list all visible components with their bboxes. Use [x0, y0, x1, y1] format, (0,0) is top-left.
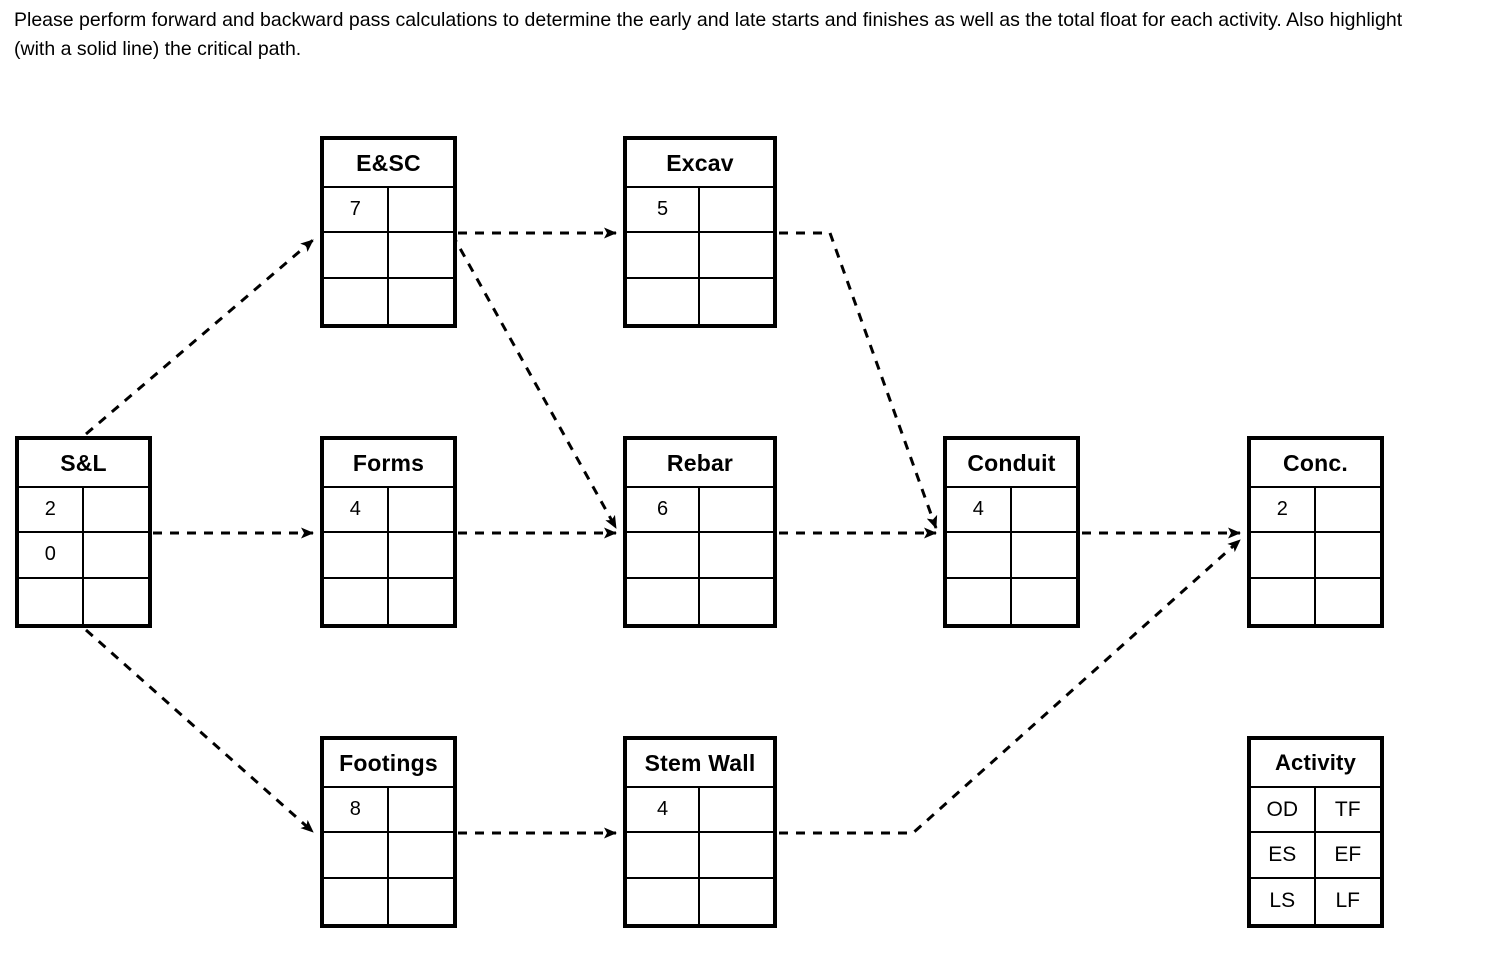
- cell-od[interactable]: 4: [324, 488, 389, 534]
- cell-es[interactable]: [1251, 533, 1316, 579]
- activity-title: Conduit: [947, 440, 1076, 488]
- cell-od[interactable]: 2: [19, 488, 84, 534]
- cell-tf[interactable]: [1315, 488, 1380, 534]
- cell-ls[interactable]: [324, 278, 389, 324]
- cell-ls[interactable]: [1251, 578, 1316, 624]
- cell-od[interactable]: 6: [627, 488, 700, 534]
- cell-lf[interactable]: [84, 579, 149, 624]
- cell-ef[interactable]: [1315, 533, 1380, 579]
- cell-od[interactable]: 8: [324, 788, 389, 834]
- cell-od[interactable]: 4: [947, 488, 1012, 534]
- cell-es[interactable]: [627, 233, 700, 279]
- cell-ls[interactable]: [627, 578, 700, 624]
- activity-node-esc[interactable]: E&SC 7: [320, 136, 457, 328]
- legend-cell-od: OD: [1251, 788, 1316, 834]
- activity-node-snl[interactable]: S&L 2 0: [15, 436, 152, 628]
- activity-title: S&L: [19, 440, 148, 488]
- cell-od[interactable]: 2: [1251, 488, 1316, 534]
- cell-ef[interactable]: [388, 833, 453, 879]
- activity-node-forms[interactable]: Forms 4: [320, 436, 457, 628]
- activity-node-conc[interactable]: Conc. 2: [1247, 436, 1384, 628]
- cell-ef[interactable]: [388, 533, 453, 579]
- activity-node-stemwall[interactable]: Stem Wall 4: [623, 736, 777, 928]
- cell-ef[interactable]: [83, 533, 148, 579]
- legend-cell-lf: LF: [1335, 889, 1360, 913]
- cell-tf[interactable]: [388, 488, 453, 534]
- activity-cell-grid: 7: [324, 188, 453, 324]
- legend-cell-grid: OD TF ES EF LS LF: [1251, 788, 1380, 924]
- activity-cell-grid: 2: [1251, 488, 1380, 624]
- cell-ls[interactable]: [19, 578, 84, 624]
- cell-ls[interactable]: [324, 878, 389, 924]
- cell-tf[interactable]: [700, 188, 773, 234]
- cell-lf[interactable]: [700, 579, 773, 624]
- cell-ls[interactable]: [324, 578, 389, 624]
- legend-title: Activity: [1251, 740, 1380, 788]
- edge-snl-to-esc: [85, 238, 314, 436]
- edge-snl-to-footings: [85, 628, 314, 834]
- activity-node-footings[interactable]: Footings 8: [320, 736, 457, 928]
- cell-es[interactable]: 0: [19, 533, 84, 579]
- cell-lf[interactable]: [700, 879, 773, 924]
- cell-ef[interactable]: [700, 233, 773, 279]
- cell-tf[interactable]: [388, 788, 453, 834]
- cell-tf[interactable]: [700, 788, 773, 834]
- activity-node-conduit[interactable]: Conduit 4: [943, 436, 1080, 628]
- activity-cell-grid: 4: [947, 488, 1076, 624]
- cell-es[interactable]: [627, 533, 700, 579]
- cell-es[interactable]: [627, 833, 700, 879]
- cell-ls[interactable]: [627, 278, 700, 324]
- cell-tf[interactable]: [83, 488, 148, 534]
- cell-es[interactable]: [947, 533, 1012, 579]
- activity-node-excav[interactable]: Excav 5: [623, 136, 777, 328]
- legend-cell-ls: LS: [1251, 878, 1316, 924]
- activity-title: Conc.: [1251, 440, 1380, 488]
- activity-cell-grid: 8: [324, 788, 453, 924]
- edge-excav-to-conduit: [779, 231, 938, 529]
- activity-title: Excav: [627, 140, 773, 188]
- cell-tf[interactable]: [700, 488, 773, 534]
- cell-ef[interactable]: [388, 233, 453, 279]
- activity-cell-grid: 4: [324, 488, 453, 624]
- activity-cell-grid: 4: [627, 788, 773, 924]
- cell-es[interactable]: [324, 233, 389, 279]
- legend-cell-ef: EF: [1315, 833, 1380, 879]
- instructions-text: Please perform forward and backward pass…: [14, 9, 1403, 60]
- cell-lf[interactable]: [1012, 579, 1077, 624]
- cell-es[interactable]: [324, 833, 389, 879]
- activity-title: E&SC: [324, 140, 453, 188]
- cell-lf[interactable]: [389, 579, 454, 624]
- activity-cell-grid: 5: [627, 188, 773, 324]
- cell-ef[interactable]: [700, 533, 773, 579]
- cell-lf[interactable]: [389, 879, 454, 924]
- cell-tf[interactable]: [388, 188, 453, 234]
- cell-ls[interactable]: [947, 578, 1012, 624]
- cell-ls[interactable]: [627, 878, 700, 924]
- activity-title: Stem Wall: [627, 740, 773, 788]
- cell-ef[interactable]: [1011, 533, 1076, 579]
- cell-ef[interactable]: [700, 833, 773, 879]
- cell-lf[interactable]: [389, 279, 454, 324]
- cell-tf[interactable]: [1011, 488, 1076, 534]
- activity-title: Forms: [324, 440, 453, 488]
- cell-lf[interactable]: [1316, 579, 1381, 624]
- legend-cell-tf: TF: [1315, 788, 1380, 834]
- cell-es[interactable]: [324, 533, 389, 579]
- activity-node-rebar[interactable]: Rebar 6: [623, 436, 777, 628]
- activity-cell-grid: 6: [627, 488, 773, 624]
- cell-od[interactable]: 4: [627, 788, 700, 834]
- edge-esc-to-rebar: [450, 233, 618, 529]
- legend-cell-es: ES: [1251, 833, 1316, 879]
- activity-legend-box: Activity OD TF ES EF LS LF: [1247, 736, 1384, 928]
- activity-cell-grid: 2 0: [19, 488, 148, 624]
- activity-title: Footings: [324, 740, 453, 788]
- cell-lf[interactable]: [700, 279, 773, 324]
- cell-od[interactable]: 5: [627, 188, 700, 234]
- activity-title: Rebar: [627, 440, 773, 488]
- cell-od[interactable]: 7: [324, 188, 389, 234]
